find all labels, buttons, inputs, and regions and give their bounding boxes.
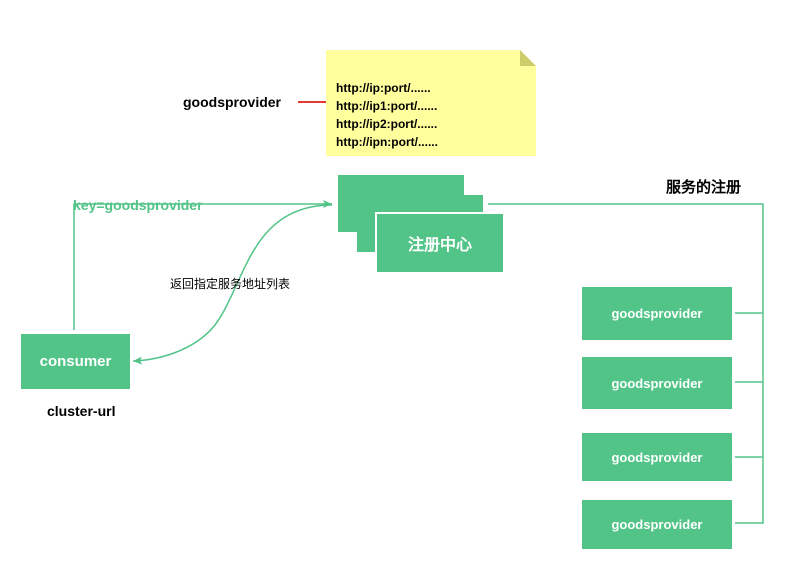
note-provider-label: goodsprovider [183, 94, 282, 110]
provider-label: goodsprovider [611, 306, 703, 321]
note-text: http://ip:port/...... http://ip1:port/..… [336, 79, 438, 151]
key-arrow-label: key=goodsprovider [73, 197, 203, 213]
provider-box[interactable]: goodsprovider [582, 433, 732, 481]
provider-label: goodsprovider [611, 449, 703, 465]
provider-label: goodsprovider [611, 517, 703, 532]
return-list-curve [132, 204, 333, 365]
provider-label: goodsprovider [611, 375, 703, 391]
address-note [326, 50, 536, 156]
register-label: 服务的注册 [666, 179, 742, 196]
registry-label: 注册中心 [407, 237, 472, 254]
return-list-label: 返回指定服务地址列表 [170, 277, 291, 291]
key-request-line [73, 200, 332, 330]
note-line: http://ip2:port/...... [336, 117, 438, 131]
provider-box[interactable]: goodsprovider [582, 500, 732, 549]
register-bracket [488, 203, 764, 524]
provider-box[interactable]: goodsprovider [582, 357, 732, 409]
note-line: http://ip:port/...... [336, 81, 431, 95]
provider-box[interactable]: goodsprovider [582, 287, 732, 340]
registry-box[interactable]: 注册中心 [375, 212, 505, 274]
cluster-url-label: cluster-url [47, 403, 116, 419]
note-line: http://ip1:port/...... [336, 99, 438, 113]
consumer-box[interactable]: consumer [21, 334, 130, 389]
consumer-label: consumer [39, 353, 112, 370]
note-line: http://ipn:port/...... [336, 135, 438, 149]
